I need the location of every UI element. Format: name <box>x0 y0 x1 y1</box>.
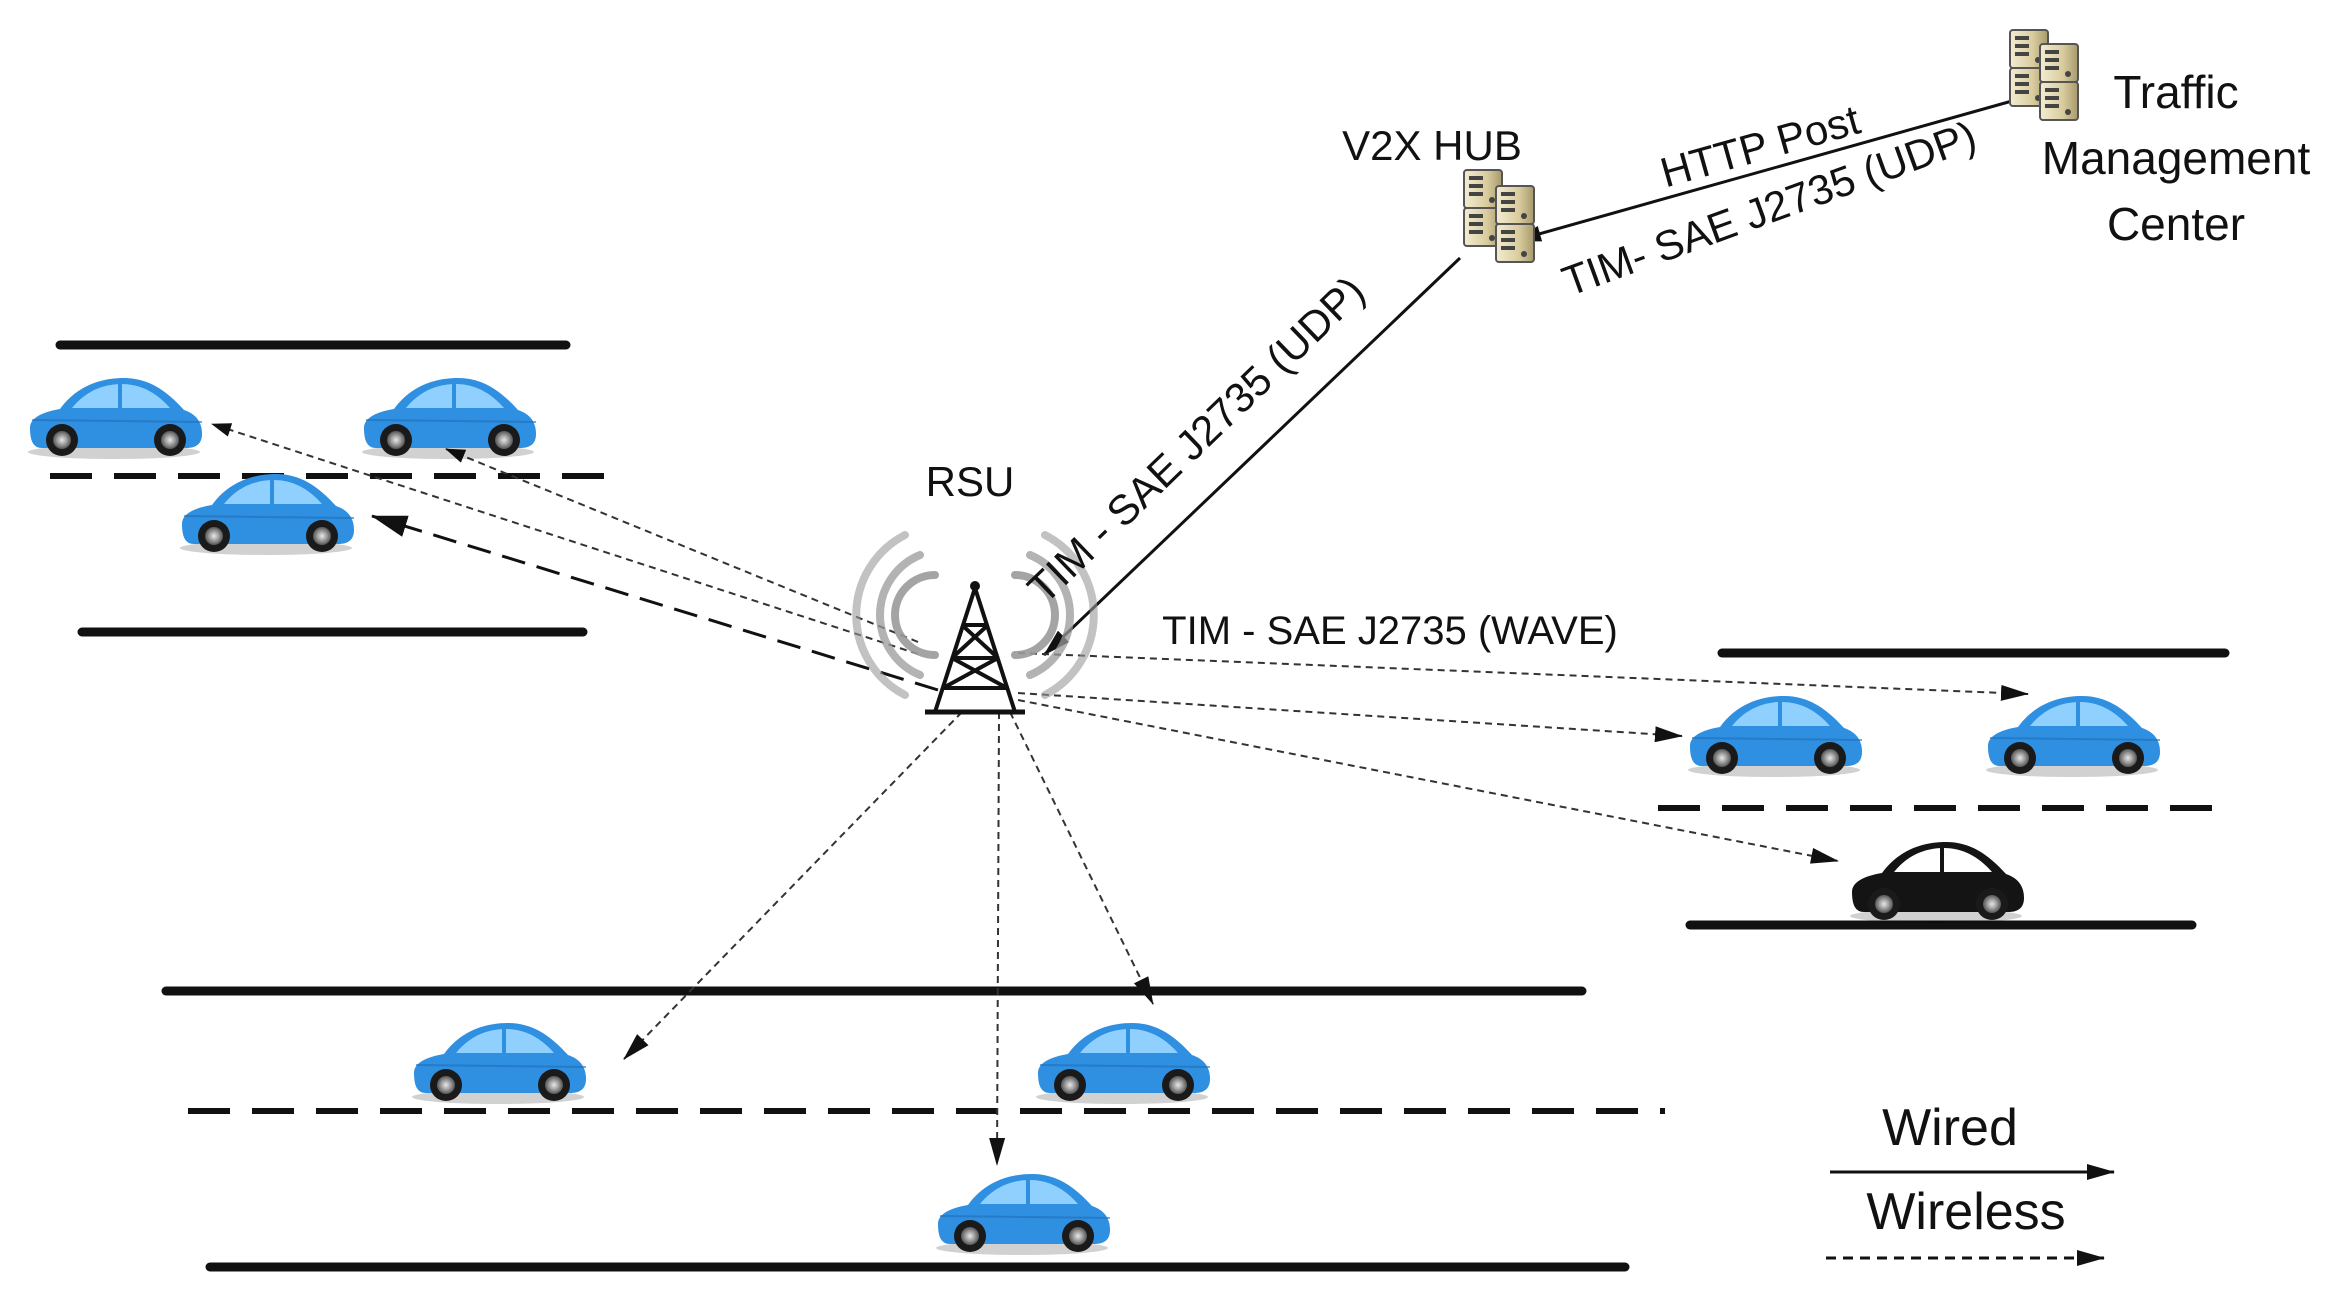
car-blue <box>1686 694 1864 779</box>
rsu-tower-icon <box>852 531 1098 715</box>
tmc-server-icon <box>2009 29 2079 121</box>
wireless-arrow-to-car-bottom-1 <box>623 711 963 1060</box>
tim-udp-rsu-label: TIM - SAE J2735 (UDP) <box>1018 267 1373 612</box>
tim-wave-label: TIM - SAE J2735 (WAVE) <box>1162 609 1618 653</box>
v2x-hub-label: V2X HUB <box>1342 122 1522 169</box>
wireless-arrow-to-car-right-black <box>1017 699 1839 864</box>
legend-wired-label: Wired <box>1882 1099 2018 1157</box>
roads <box>50 340 2230 1272</box>
wireless-arrow-to-car-left-3 <box>371 514 939 692</box>
wireless-links <box>211 423 2029 1166</box>
wired-arrow-hub-to-rsu <box>1042 256 1462 657</box>
wireless-arrow-to-car-left-2 <box>445 448 919 643</box>
car-blue <box>934 1172 1112 1257</box>
car-blue <box>1984 694 2162 779</box>
wireless-arrow-to-car-right-1 <box>1017 652 2029 701</box>
tmc-label-line-1: Traffic <box>2113 66 2238 118</box>
rsu-label: RSU <box>926 458 1015 505</box>
car-blue <box>410 1021 588 1106</box>
v2x-hub-server-icon <box>1463 169 1535 263</box>
legend: Wired Wireless <box>1826 1099 2115 1266</box>
tmc-label-line-2: Management <box>2042 132 2311 184</box>
wireless-arrow-to-car-right-2 <box>1017 692 1683 743</box>
wired-arrow-tmc-to-hub <box>1513 99 2013 243</box>
wired-links <box>1042 99 2013 657</box>
car-black <box>1848 840 2026 925</box>
car-blue <box>178 472 356 557</box>
car-blue <box>360 376 538 461</box>
tmc-label: Traffic Management Center <box>2042 66 2311 250</box>
tmc-label-line-3: Center <box>2107 198 2245 250</box>
wireless-arrow-to-car-bottom-2 <box>989 711 1006 1166</box>
car-blue <box>26 376 204 461</box>
wireless-arrow-to-car-left-1 <box>211 423 919 655</box>
legend-wireless-label: Wireless <box>1866 1183 2065 1241</box>
car-blue <box>1034 1021 1212 1106</box>
wireless-arrow-to-car-bottom-3 <box>1009 711 1154 1005</box>
